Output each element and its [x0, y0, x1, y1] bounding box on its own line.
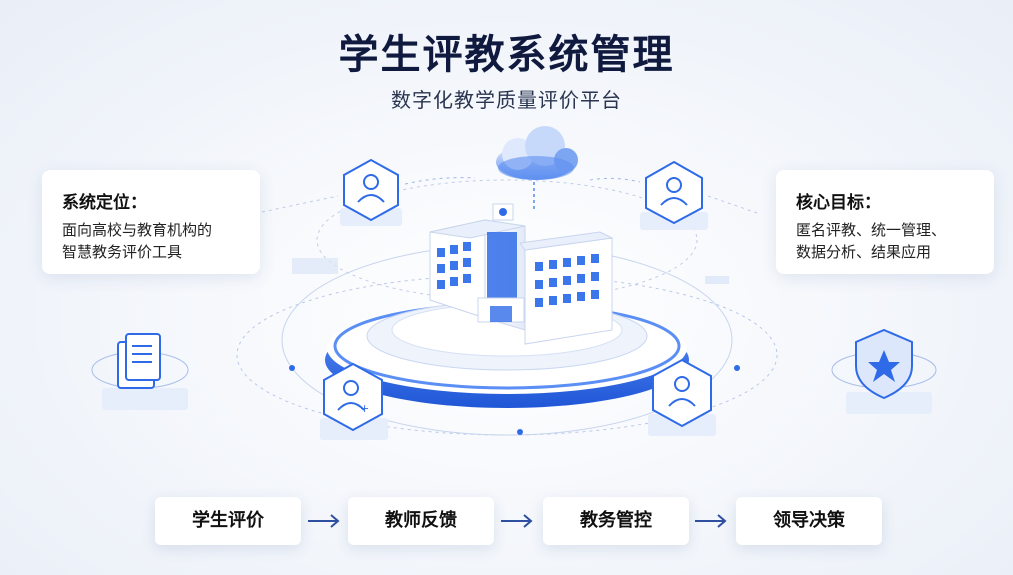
goals-card: 核心目标： 匿名评教、统一管理、 数据分析、结果应用: [776, 170, 994, 274]
svg-text:+: +: [360, 402, 369, 415]
document-icon: [91, 333, 189, 410]
page-title: 学生评教系统管理: [338, 32, 675, 78]
building-icon: [429, 203, 614, 345]
flow-step-academic-control[interactable]: 教务管控: [543, 497, 689, 545]
goals-line: 匿名评教、统一管理、: [796, 221, 947, 239]
arrow-right-icon: [695, 514, 727, 528]
flow-step-teacher-feedback[interactable]: 教师反馈: [348, 497, 494, 545]
shield-icon: [831, 328, 937, 414]
goals-line: 数据分析、结果应用: [796, 243, 932, 261]
orbit-top: [316, 179, 698, 301]
page-subtitle: 数字化教学质量评价平台: [391, 88, 622, 112]
arrow-right-icon: [308, 514, 340, 528]
flow-step-student-evaluation[interactable]: 学生评价: [155, 497, 301, 545]
user-icon: [648, 358, 716, 436]
positioning-line: 智慧教务评价工具: [62, 243, 183, 261]
positioning-line: 面向高校与教育机构的: [62, 221, 213, 239]
arrow-right-icon: [501, 514, 533, 528]
goals-heading: 核心目标：: [796, 193, 881, 213]
cloud-icon: [496, 126, 578, 210]
positioning-heading: 系统定位：: [62, 193, 147, 213]
flow-step-leadership-decision[interactable]: 领导决策: [736, 497, 882, 545]
positioning-card: 系统定位： 面向高校与教育机构的 智慧教务评价工具: [42, 170, 260, 274]
user-icon: +: [320, 362, 388, 440]
user-icon: [340, 158, 402, 226]
user-icon: [640, 160, 708, 230]
